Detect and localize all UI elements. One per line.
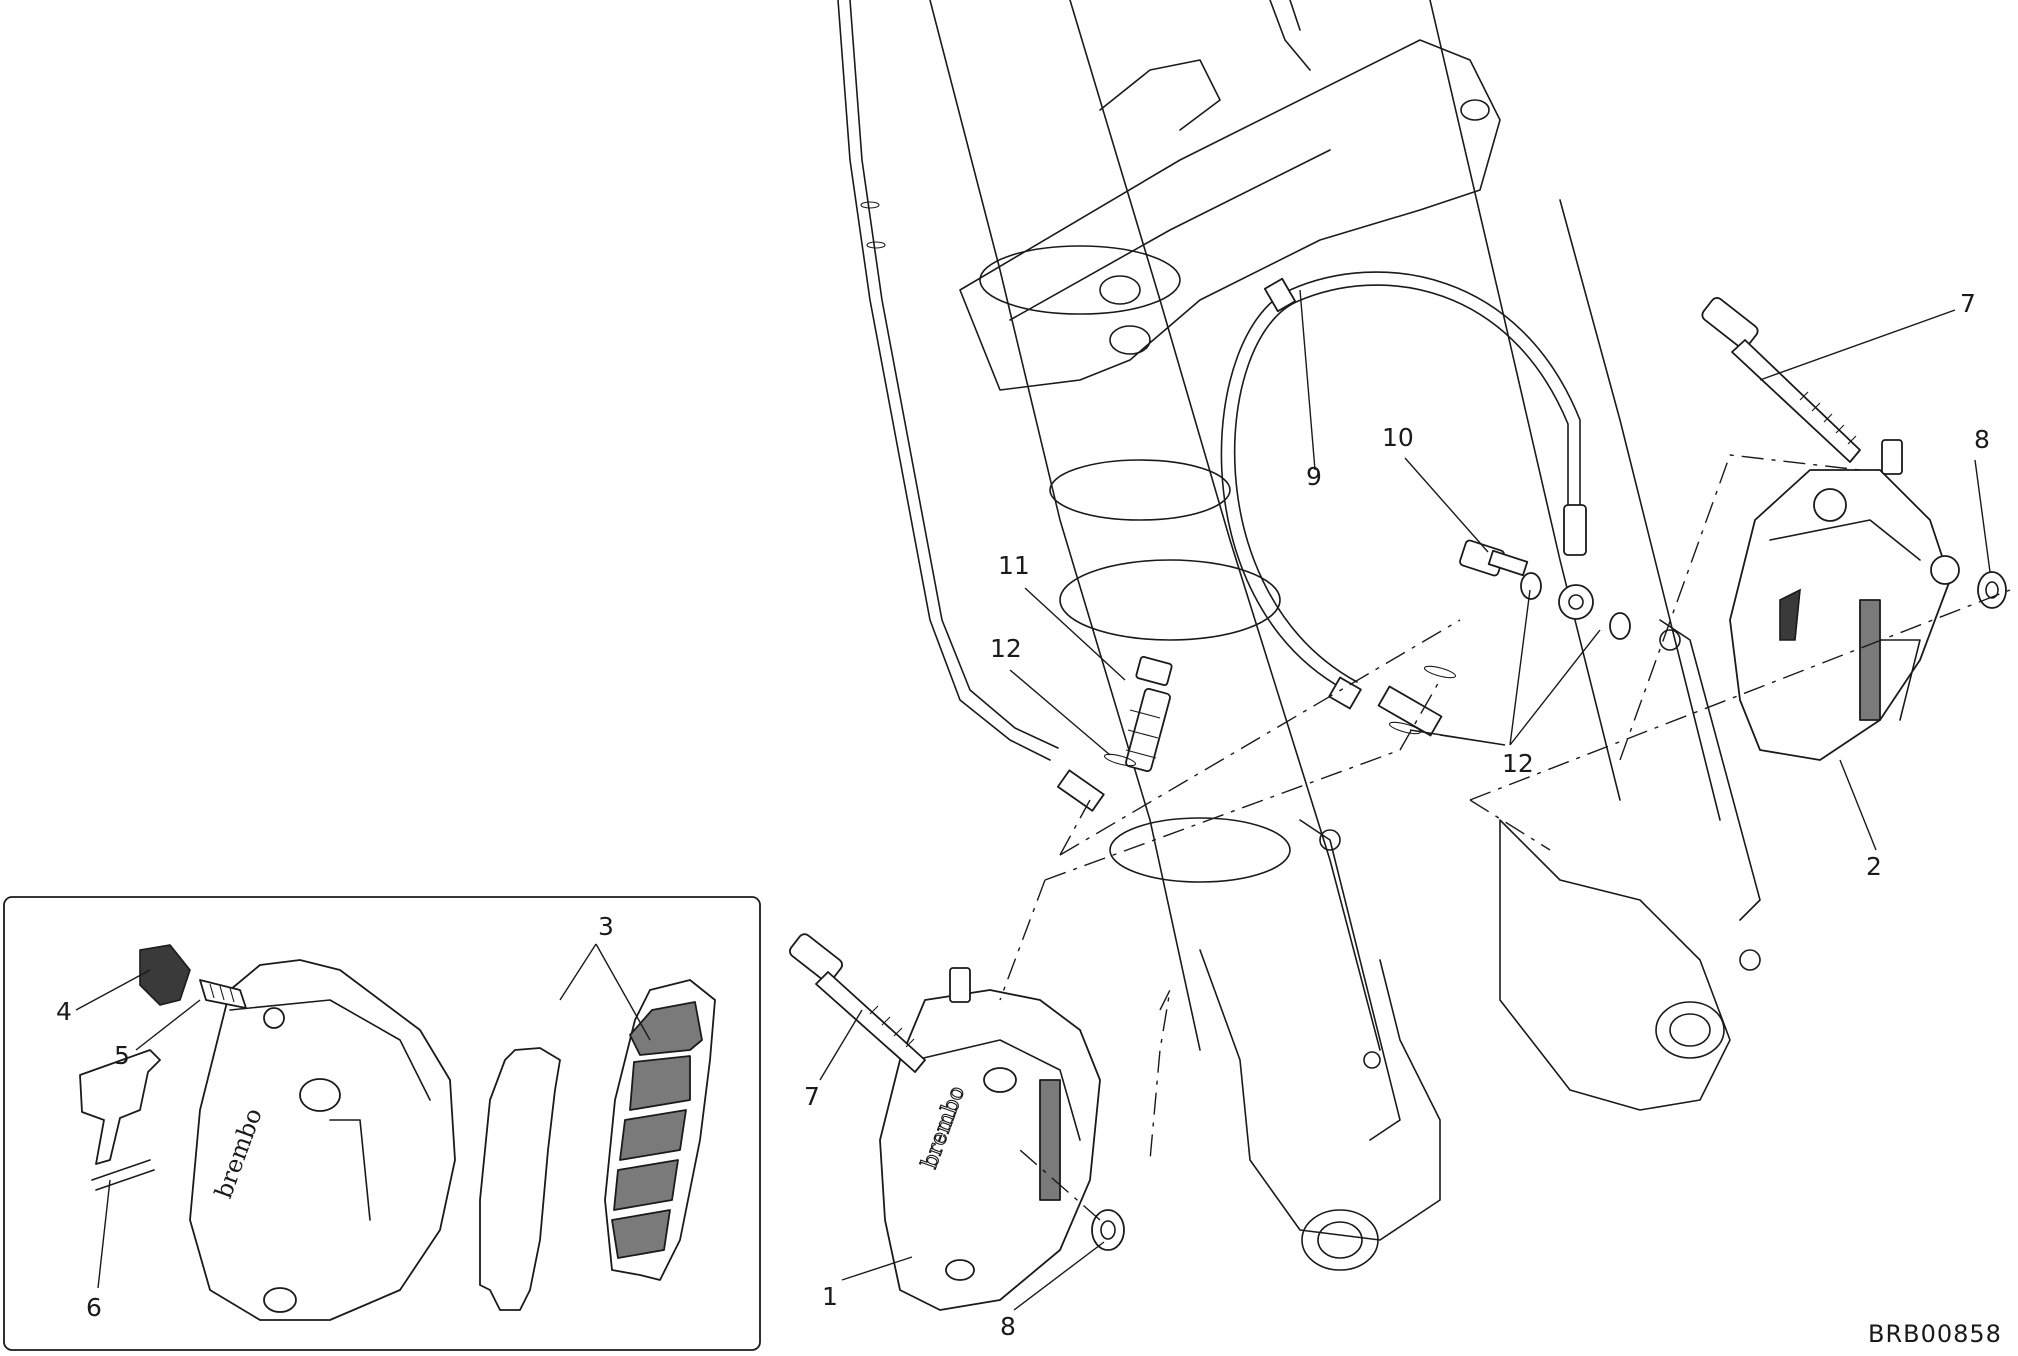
leader-lines <box>75 289 1991 1311</box>
callout-7-right: 7 <box>1960 289 1976 318</box>
washer-8-left-hole <box>1100 1220 1116 1240</box>
brake-caliper-1: brembo <box>879 967 1101 1311</box>
washer-8-right <box>1977 571 2007 609</box>
callout-4: 4 <box>56 997 72 1026</box>
caliper-bolt-7-right <box>1701 297 1861 463</box>
washer-8-right-hole <box>1985 581 1999 599</box>
bleed-cap-4 <box>139 944 191 1006</box>
detail-inset: brembo <box>3 896 761 1351</box>
brake-pad-3-back <box>479 1047 561 1311</box>
brake-hose-left <box>837 0 1105 812</box>
banjo-bolt-11 <box>1103 656 1457 773</box>
callout-1: 1 <box>822 1282 838 1311</box>
callout-10: 10 <box>1382 423 1414 452</box>
banjo-bolt-10 <box>1459 539 1631 640</box>
callout-12-left: 12 <box>990 634 1022 663</box>
bleed-screw-5 <box>199 979 247 1009</box>
callout-6: 6 <box>86 1293 102 1322</box>
washer-8-left <box>1091 1209 1125 1251</box>
callout-5: 5 <box>114 1041 130 1070</box>
pad-spring-6 <box>79 1049 161 1165</box>
brake-hose-9 <box>1220 271 1594 737</box>
caliper-bolt-7-left <box>789 933 926 1073</box>
brake-caliper-2 <box>1729 439 1960 761</box>
callout-2: 2 <box>1866 852 1882 881</box>
callout-labels: 1 2 3 4 5 6 7 7 8 8 9 10 11 12 12 <box>56 289 1990 1341</box>
callout-12-right: 12 <box>1502 749 1534 778</box>
alignment-lines <box>999 454 2011 1221</box>
inset-caliper-body <box>189 959 456 1321</box>
callout-9: 9 <box>1306 462 1322 491</box>
fork-assembly <box>929 0 1761 1271</box>
callout-8-right: 8 <box>1974 425 1990 454</box>
callout-3: 3 <box>598 912 614 941</box>
callout-11: 11 <box>998 551 1030 580</box>
callout-7-left: 7 <box>804 1082 820 1111</box>
drawing-code: BRB00858 <box>1868 1320 2002 1348</box>
callout-8-left: 8 <box>1000 1312 1016 1341</box>
